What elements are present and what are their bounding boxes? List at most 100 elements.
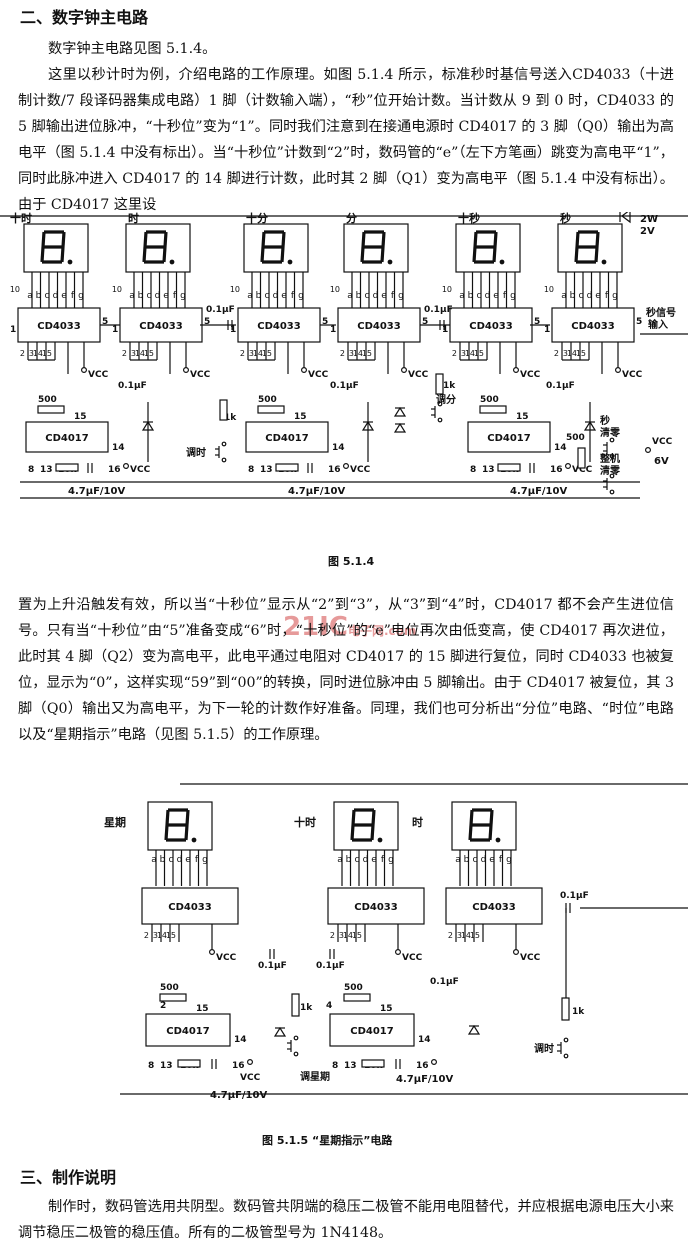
switch-contact bbox=[293, 1035, 299, 1041]
segment-pin-label: f bbox=[391, 291, 395, 301]
segment-pin-label: a bbox=[151, 855, 157, 865]
capacitor-label: 0.1μF bbox=[316, 961, 345, 971]
segment-pin-label: c bbox=[265, 291, 270, 301]
segment-pin-label: e bbox=[61, 291, 67, 301]
segment bbox=[40, 231, 46, 263]
vcc-terminal bbox=[301, 367, 308, 374]
segment bbox=[370, 809, 376, 841]
zener-label: 2V bbox=[640, 226, 655, 237]
segment-pin-label: d bbox=[155, 291, 161, 301]
segment-pin-label: c bbox=[355, 855, 360, 865]
paragraph-notes: 制作时，数码管选用共阴型。数码管共阴端的稳压二极管不能用电阻替代，并应根据电源电… bbox=[18, 1199, 674, 1241]
pin-number: 4 bbox=[326, 1001, 332, 1011]
capacitor-label: 4.7μF/10V bbox=[510, 486, 567, 497]
pin-number: 15 bbox=[196, 1004, 209, 1014]
ic-label: CD4033 bbox=[37, 321, 81, 332]
resistor-10k bbox=[361, 1059, 385, 1068]
pin-number: 10 bbox=[330, 285, 340, 294]
pin-number: 8 bbox=[332, 1061, 338, 1071]
segment-pin-label: a bbox=[455, 855, 461, 865]
segment-pin-label: a bbox=[337, 855, 343, 865]
resistor-label: 1k bbox=[443, 381, 456, 391]
ic-label: CD4017 bbox=[45, 433, 89, 444]
capacitor-label: 0.1μF bbox=[330, 381, 359, 391]
decimal-point bbox=[495, 837, 501, 843]
pin-number: 15 bbox=[470, 931, 480, 940]
pin-number: 8 bbox=[248, 465, 254, 475]
vcc-terminal bbox=[512, 949, 519, 956]
segment-pin-label: e bbox=[595, 291, 601, 301]
diode bbox=[273, 1026, 287, 1037]
diode bbox=[393, 422, 407, 433]
pin-number: 14 bbox=[135, 349, 145, 358]
segment-pin-label: g bbox=[612, 291, 618, 301]
pin-number: 15 bbox=[352, 931, 362, 940]
display-label: 时 bbox=[412, 815, 423, 829]
segment-pin-label: a bbox=[247, 291, 253, 301]
decimal-point bbox=[169, 259, 175, 265]
pin-number: 10 bbox=[230, 285, 240, 294]
pin-number: 2 bbox=[122, 349, 127, 358]
segment-pin-label: e bbox=[489, 855, 495, 865]
capacitor-label: 0.1μF bbox=[258, 961, 287, 971]
supply-label: 6V bbox=[654, 456, 669, 467]
segment-pin-label: e bbox=[163, 291, 169, 301]
segment-pin-label: f bbox=[605, 291, 609, 301]
segment-pin-label: g bbox=[180, 291, 186, 301]
pin-number: 15 bbox=[294, 412, 307, 422]
ic-label: CD4017 bbox=[487, 433, 531, 444]
segment-pin-label: g bbox=[298, 291, 304, 301]
pin-number: 3 bbox=[563, 349, 568, 358]
segment bbox=[260, 231, 266, 263]
pin-number: 10 bbox=[112, 285, 122, 294]
decimal-point bbox=[387, 259, 393, 265]
ic-label: CD4033 bbox=[357, 321, 401, 332]
decimal-point bbox=[67, 259, 73, 265]
resistor-500 bbox=[343, 993, 371, 1002]
segment bbox=[60, 231, 66, 263]
pin-number: 14 bbox=[461, 931, 471, 940]
pin-number: 15 bbox=[362, 349, 372, 358]
ic-chip bbox=[245, 421, 329, 453]
pin-number: 16 bbox=[328, 465, 341, 475]
segment bbox=[380, 231, 386, 263]
pin-number: 1 bbox=[330, 325, 336, 335]
switch-contact bbox=[609, 437, 615, 443]
segment-pin-label: e bbox=[185, 855, 191, 865]
pin-number: 14 bbox=[112, 443, 125, 453]
vcc-label: VCC bbox=[622, 370, 643, 380]
switch-contact bbox=[437, 401, 443, 407]
segment-pin-label: f bbox=[173, 291, 177, 301]
capacitor-label: 4.7μF/10V bbox=[396, 1074, 453, 1085]
pin-number: 13 bbox=[260, 465, 273, 475]
resistor-label: 1k bbox=[572, 1007, 585, 1017]
ic-label: CD4017 bbox=[265, 433, 309, 444]
resistor-10k bbox=[497, 463, 521, 472]
zener-label: 2W bbox=[640, 214, 658, 225]
pin-number: 14 bbox=[234, 1035, 247, 1045]
pin-number: 10 bbox=[442, 285, 452, 294]
figure-5-1-5-caption: 图 5.1.5 “星期指示”电路 bbox=[262, 1134, 393, 1147]
switch-contact bbox=[221, 441, 227, 447]
switch-contact bbox=[563, 1053, 569, 1059]
pin-number: 16 bbox=[550, 465, 563, 475]
pin-number: 3 bbox=[29, 349, 34, 358]
pin-number: 14 bbox=[554, 443, 567, 453]
pin-number: 2 bbox=[330, 931, 335, 940]
segment-pin-label: f bbox=[499, 855, 503, 865]
resistor-500 bbox=[577, 447, 586, 469]
pin-number: 3 bbox=[461, 349, 466, 358]
pin-number: 14 bbox=[157, 931, 167, 940]
ic-chip bbox=[449, 307, 533, 343]
pin-number: 1 bbox=[544, 325, 550, 335]
vcc-label: VCC bbox=[350, 465, 371, 475]
vcc-terminal bbox=[431, 1059, 438, 1066]
vcc-terminal bbox=[512, 367, 519, 374]
pin-number: 13 bbox=[344, 1061, 357, 1071]
pin-number: 2 bbox=[160, 1001, 166, 1011]
segment bbox=[360, 231, 366, 263]
segment bbox=[162, 231, 168, 263]
segment-pin-label: e bbox=[493, 291, 499, 301]
decimal-point bbox=[287, 259, 293, 265]
